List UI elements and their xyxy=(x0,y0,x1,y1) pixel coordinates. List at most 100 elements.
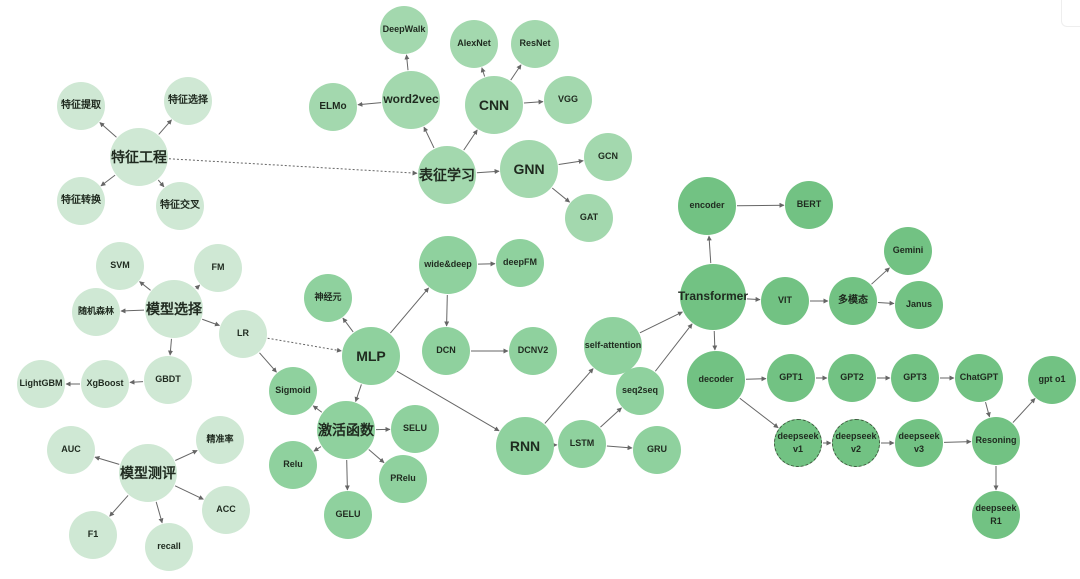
node-recall[interactable]: recall xyxy=(145,523,193,571)
node-fe1[interactable]: 特征提取 xyxy=(57,82,105,130)
node-acc[interactable]: ACC xyxy=(202,486,250,534)
node-elmo[interactable]: ELMo xyxy=(309,83,357,131)
node-alex[interactable]: AlexNet xyxy=(450,20,498,68)
node-f1[interactable]: F1 xyxy=(69,511,117,559)
edge-sa-tf xyxy=(639,311,683,334)
node-s2s[interactable]: seq2seq xyxy=(616,367,664,415)
node-label: 模型测评 xyxy=(120,464,176,481)
node-xgb[interactable]: XgBoost xyxy=(81,360,129,408)
edge-rl-cnn xyxy=(463,129,478,151)
node-gbdt[interactable]: GBDT xyxy=(144,356,192,404)
node-gem[interactable]: Gemini xyxy=(884,227,932,275)
node-tf[interactable]: Transformer xyxy=(678,264,748,330)
node-dsr1[interactable]: deepseek R1 xyxy=(972,491,1020,539)
node-o1[interactable]: gpt o1 xyxy=(1028,356,1076,404)
node-w2v[interactable]: word2vec xyxy=(382,71,440,129)
node-lgbm[interactable]: LightGBM xyxy=(17,360,65,408)
node-label: GCN xyxy=(598,151,618,162)
node-gpt2[interactable]: GPT2 xyxy=(828,354,876,402)
node-gnn[interactable]: GNN xyxy=(500,140,558,198)
node-label: BERT xyxy=(796,199,822,210)
node-label: GPT1 xyxy=(779,372,803,383)
node-chat[interactable]: ChatGPT xyxy=(955,354,1003,402)
node-label: gpt o1 xyxy=(1038,374,1066,385)
node-dec[interactable]: decoder xyxy=(687,351,745,409)
node-cnn[interactable]: CNN xyxy=(465,76,523,134)
node-auc[interactable]: AUC xyxy=(47,426,95,474)
node-label: 神经元 xyxy=(314,292,342,303)
edge-fe-fe2 xyxy=(158,119,172,135)
node-ds1[interactable]: deepseek v1 xyxy=(774,419,822,467)
node-bert[interactable]: BERT xyxy=(785,181,833,229)
node-label: deepseek v3 xyxy=(898,430,940,454)
node-label: 表征学习 xyxy=(419,166,475,183)
node-rnn[interactable]: RNN xyxy=(496,417,554,475)
node-rl[interactable]: 表征学习 xyxy=(418,146,476,204)
node-gru[interactable]: GRU xyxy=(633,426,681,474)
node-ds2[interactable]: deepseek v2 xyxy=(832,419,880,467)
node-dw[interactable]: DeepWalk xyxy=(380,6,428,54)
edge-fe-fe1 xyxy=(99,122,117,138)
node-prelu[interactable]: PRelu xyxy=(379,455,427,503)
corner-handle[interactable] xyxy=(1061,0,1080,27)
node-res[interactable]: ResNet xyxy=(511,20,559,68)
node-gpt1[interactable]: GPT1 xyxy=(767,354,815,402)
node-prec[interactable]: 精准率 xyxy=(196,416,244,464)
edge-fe-fe4 xyxy=(157,179,165,188)
node-fe[interactable]: 特征工程 xyxy=(110,128,168,186)
node-label: SELU xyxy=(402,423,427,434)
node-lr[interactable]: LR xyxy=(219,310,267,358)
node-label: 随机森林 xyxy=(77,306,114,317)
edge-ds3-reason xyxy=(943,439,972,445)
node-lstm[interactable]: LSTM xyxy=(558,420,606,468)
edge-rl-w2v xyxy=(423,126,435,149)
node-relu[interactable]: Relu xyxy=(269,441,317,489)
node-svm[interactable]: SVM xyxy=(96,242,144,290)
node-gelu[interactable]: GELU xyxy=(324,491,372,539)
node-janus[interactable]: Janus xyxy=(895,281,943,329)
node-enc[interactable]: encoder xyxy=(678,177,736,235)
node-fe3[interactable]: 特征转换 xyxy=(57,177,105,225)
node-label: GAT xyxy=(579,212,599,223)
node-ds3[interactable]: deepseek v3 xyxy=(895,419,943,467)
edge-cnn-res xyxy=(510,64,522,81)
node-vgg[interactable]: VGG xyxy=(544,76,592,124)
node-gcn[interactable]: GCN xyxy=(584,133,632,181)
node-dcn2[interactable]: DCNV2 xyxy=(509,327,557,375)
node-gat[interactable]: GAT xyxy=(565,194,613,242)
node-label: DCNV2 xyxy=(517,345,549,356)
node-fe4[interactable]: 特征交叉 xyxy=(156,182,204,230)
edge-gbdt-xgb xyxy=(129,379,144,385)
node-neuron[interactable]: 神经元 xyxy=(304,274,352,322)
node-dcn[interactable]: DCN xyxy=(422,327,470,375)
node-mlp[interactable]: MLP xyxy=(342,327,400,385)
node-sa[interactable]: self-attention xyxy=(584,317,642,375)
node-reason[interactable]: Resoning xyxy=(972,417,1020,465)
node-label: wide&deep xyxy=(424,259,472,270)
node-fm[interactable]: FM xyxy=(194,244,242,292)
node-dfm[interactable]: deepFM xyxy=(496,239,544,287)
node-selu[interactable]: SELU xyxy=(391,405,439,453)
node-label: AUC xyxy=(61,444,81,455)
node-sig[interactable]: Sigmoid xyxy=(269,367,317,415)
node-gpt3[interactable]: GPT3 xyxy=(891,354,939,402)
node-me[interactable]: 模型测评 xyxy=(119,444,177,502)
edge-rl-gnn xyxy=(476,169,500,175)
edge-tf-enc xyxy=(706,235,712,264)
node-fe2[interactable]: 特征选择 xyxy=(164,77,212,125)
edge-act-sig xyxy=(312,405,323,413)
edge-s2s-tf xyxy=(654,323,693,372)
node-label: GPT3 xyxy=(903,372,927,383)
node-label: ELMo xyxy=(319,100,347,112)
node-act[interactable]: 激活函数 xyxy=(317,401,375,459)
node-rf[interactable]: 随机森林 xyxy=(72,288,120,336)
edge-me-acc xyxy=(174,485,204,500)
edge-chat-reason xyxy=(985,402,991,418)
node-label: Gemini xyxy=(892,245,924,256)
node-ms[interactable]: 模型选择 xyxy=(145,280,203,338)
node-vit[interactable]: VIT xyxy=(761,277,809,325)
node-wd[interactable]: wide&deep xyxy=(419,236,477,294)
edge-me-f1 xyxy=(109,495,129,517)
node-mm[interactable]: 多模态 xyxy=(829,277,877,325)
node-label: FM xyxy=(211,262,225,273)
